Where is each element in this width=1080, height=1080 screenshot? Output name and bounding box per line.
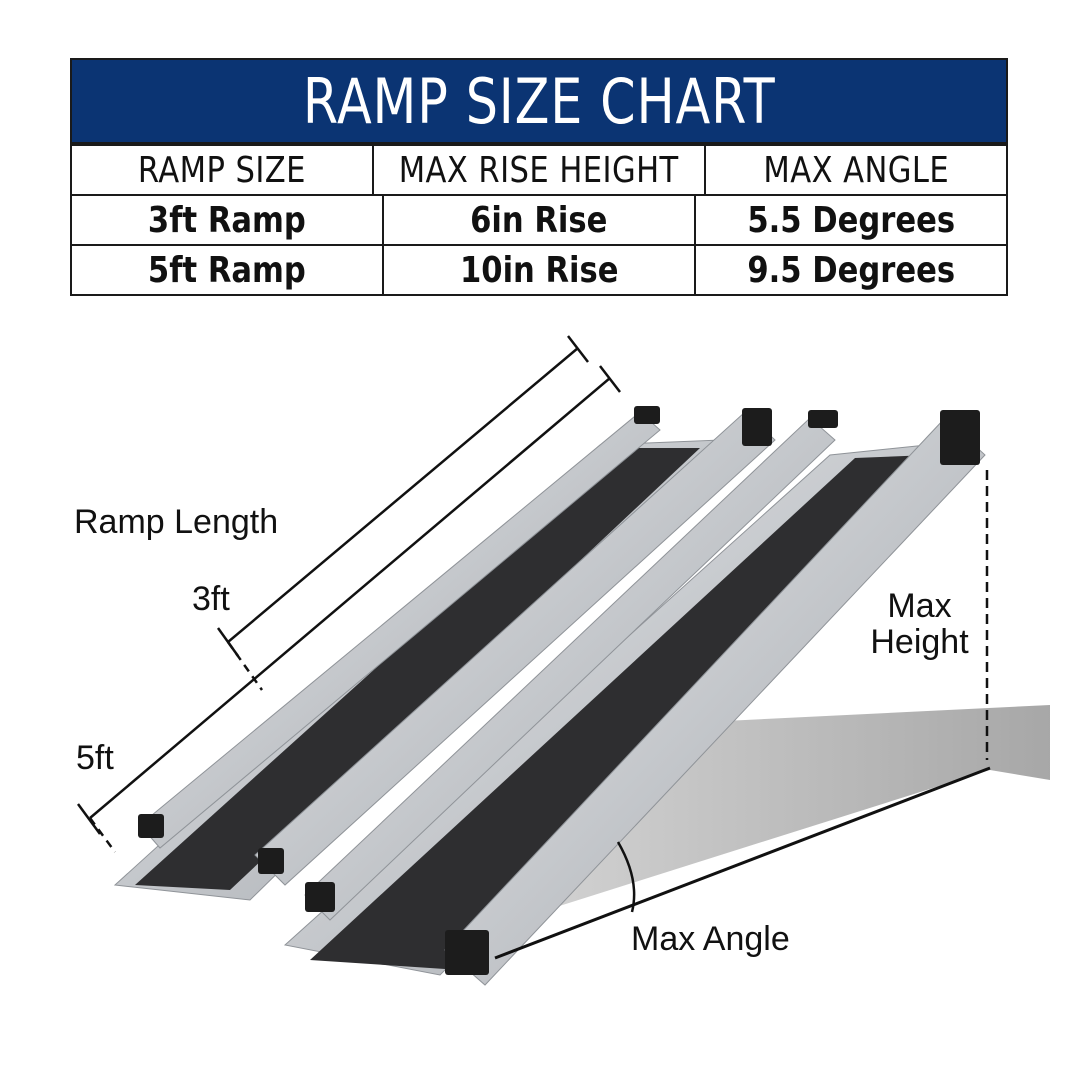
table-cell: 5ft Ramp bbox=[148, 249, 306, 291]
ramp-length-label: Ramp Length bbox=[74, 503, 279, 541]
end-cap-icon bbox=[940, 410, 980, 465]
max-angle-label: Max Angle bbox=[631, 920, 790, 958]
end-cap-icon bbox=[445, 930, 489, 975]
length-connector bbox=[88, 817, 117, 853]
table-cell: 9.5 Degrees bbox=[694, 246, 1006, 294]
right-ramp-grip-surface bbox=[310, 455, 930, 970]
ramp-diagram bbox=[76, 335, 1050, 986]
length-tick bbox=[567, 335, 589, 363]
left-ramp-rail-left bbox=[139, 411, 661, 849]
ground-line bbox=[494, 766, 991, 960]
length-3ft-label: 3ft bbox=[192, 580, 230, 618]
length-tick bbox=[76, 803, 102, 835]
length-tick bbox=[599, 365, 621, 393]
table-cell: 3ft Ramp bbox=[148, 199, 306, 241]
right-ramp bbox=[283, 410, 986, 986]
max-angle-arc bbox=[616, 841, 636, 913]
header-max-angle: MAX ANGLE bbox=[703, 146, 1006, 194]
max-height-label-line2: Height bbox=[870, 622, 969, 661]
end-cap-icon bbox=[808, 410, 838, 428]
end-cap-icon bbox=[138, 814, 164, 838]
end-cap-icon bbox=[258, 848, 284, 874]
chart-title: RAMP SIZE CHART bbox=[72, 60, 1006, 144]
table-cell: 10in Rise bbox=[382, 246, 694, 294]
left-ramp-grip-surface bbox=[135, 448, 700, 890]
end-cap-icon bbox=[305, 882, 335, 912]
length-line-3ft bbox=[227, 347, 579, 643]
ramp-size-chart: RAMP SIZE CHART RAMP SIZE MAX RISE HEIGH… bbox=[70, 58, 1008, 296]
table-row: 5ft Ramp 10in Rise 9.5 Degrees bbox=[72, 244, 1006, 294]
table-cell: 5.5 Degrees bbox=[694, 196, 1006, 244]
table-cell: 6in Rise bbox=[382, 196, 694, 244]
table-row: 3ft Ramp 6in Rise 5.5 Degrees bbox=[72, 194, 1006, 244]
max-height-label: Max Height bbox=[862, 587, 977, 661]
left-ramp-rail-right bbox=[254, 411, 776, 886]
left-ramp bbox=[113, 406, 776, 901]
table-header-row: RAMP SIZE MAX RISE HEIGHT MAX ANGLE bbox=[72, 144, 1006, 194]
length-connector bbox=[226, 641, 264, 691]
header-ramp-size: RAMP SIZE bbox=[138, 149, 307, 191]
end-cap-icon bbox=[742, 408, 772, 446]
header-max-rise-height: MAX RISE HEIGHT bbox=[372, 146, 703, 194]
ramp-length-dimension bbox=[76, 335, 621, 853]
max-height-label-line1: Max bbox=[887, 587, 952, 625]
length-5ft-label: 5ft bbox=[76, 739, 114, 777]
end-cap-icon bbox=[634, 406, 660, 424]
length-line-5ft bbox=[89, 377, 611, 819]
